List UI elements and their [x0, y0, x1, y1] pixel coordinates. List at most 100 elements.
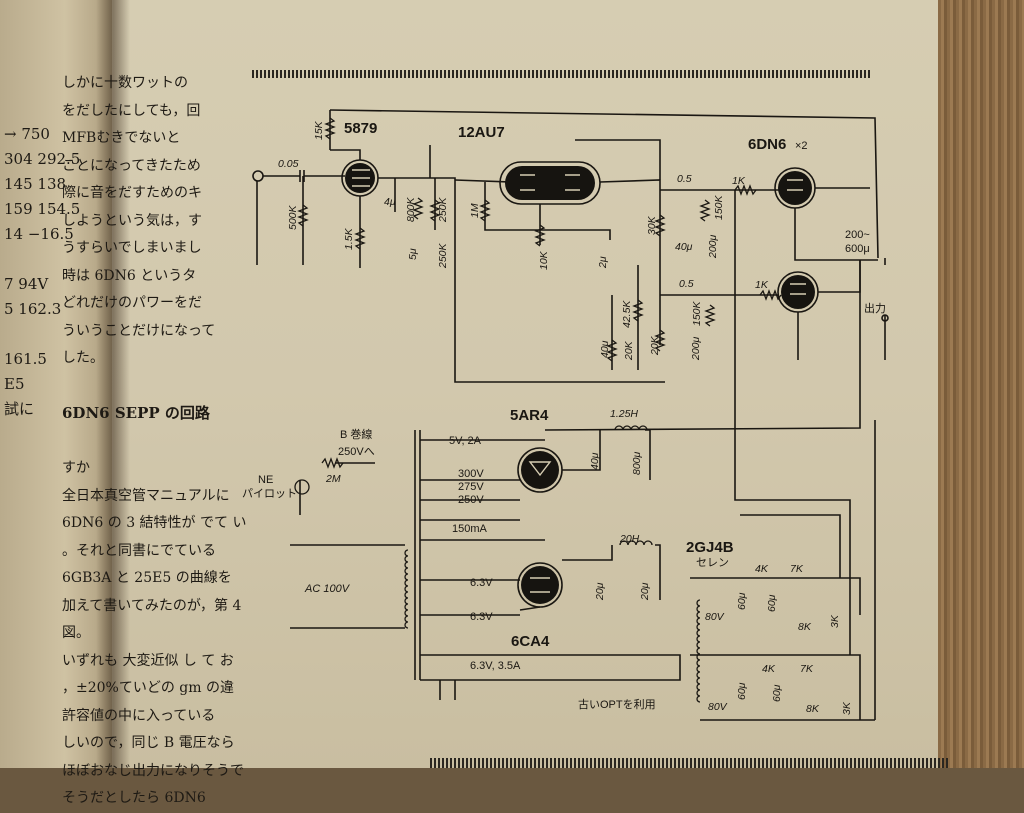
body-line: ういうことだけになって [62, 322, 216, 339]
part-label: 60μ [736, 682, 748, 700]
part-label: 250V [458, 494, 484, 506]
part-label: 40μ [599, 340, 611, 358]
part-label: 3K [841, 701, 853, 715]
part-label: 20μ [594, 582, 606, 601]
part-label: 10K [538, 250, 550, 270]
part-label: 275V [458, 481, 484, 493]
left-line: 試に [4, 400, 35, 418]
part-label: 60μ [771, 684, 783, 702]
body-line: 許容値の中に入っている [62, 707, 216, 724]
part-label: 250K [437, 196, 449, 223]
body-line: すか [62, 460, 90, 476]
body-line: いずれも 大変近似 し て お [62, 652, 234, 669]
left-line: 14 −16.5 [4, 225, 74, 243]
body-line: した。 [62, 350, 104, 366]
right-page [112, 0, 950, 768]
part-label: 15K [313, 120, 325, 140]
part-label: 20H [619, 533, 640, 545]
part-label: 80V [708, 701, 728, 713]
body-line: 。それと同書にでている [62, 542, 216, 559]
part-label: 150K [691, 300, 703, 326]
part-label: パイロット [242, 487, 297, 500]
tube-label-12au7: 12AU7 [458, 124, 505, 141]
body-line: ことになってきたため [62, 157, 201, 174]
body-line: そうだとしたら 6DN6 [62, 790, 206, 806]
body-line: どれだけのパワーをだ [62, 295, 202, 311]
part-label: 20K [623, 340, 635, 361]
body-line: 6DN6 の 3 結特性が でて い [62, 515, 247, 531]
body-line: 全日本真空管マニュアルに [62, 487, 230, 504]
body-line: しようという気は，す [62, 212, 202, 229]
part-label: 800K [405, 196, 417, 222]
body-line: 時は 6DN6 というタ [62, 267, 197, 284]
left-line: → 750 [4, 125, 50, 143]
part-label: 6.3V, 3.5A [470, 660, 521, 672]
figure-border-strip [252, 70, 870, 78]
part-label: 60μ [736, 592, 748, 610]
part-label: 0.05 [278, 158, 299, 170]
book-spine [96, 0, 130, 768]
part-label: AC 100V [304, 583, 351, 595]
output-label: 出力 [864, 301, 886, 315]
part-label: 1K [732, 175, 746, 187]
part-label: 200μ [690, 336, 702, 361]
part-label: 6.3V [470, 577, 493, 589]
left-line: 145 138 [4, 175, 67, 193]
part-label: 3K [829, 614, 841, 628]
part-label: NE [258, 474, 273, 486]
page-edge [938, 0, 1024, 768]
part-label: 200μ [707, 234, 719, 259]
body-line: 図。 [62, 625, 90, 641]
part-label: 古いOPTを利用 [578, 698, 656, 711]
part-label: 60μ [766, 594, 778, 612]
part-label: 1K [755, 279, 769, 291]
tube-label-6ca4: 6CA4 [511, 633, 550, 650]
part-label: 8K [806, 703, 820, 715]
body-line: うすらいでしまいまし [62, 240, 202, 256]
part-label: 80V [705, 611, 725, 623]
body-line: 6GB3A と 25E5 の曲線を [62, 570, 232, 586]
left-line: E5 [4, 375, 25, 393]
part-label: 6.3V [470, 611, 493, 623]
body-line: しかに十数ワットの [62, 75, 188, 91]
part-label: 150K [713, 194, 725, 220]
part-label: 40μ [589, 452, 601, 470]
body-line: 加えて書いてみたのが，第 4 [62, 597, 242, 614]
part-label: 20K [649, 335, 661, 356]
part-label: 1.25H [610, 408, 638, 420]
part-label: 1.5K [343, 227, 355, 250]
part-label: 7K [790, 563, 804, 575]
part-label: 1M [469, 203, 481, 218]
part-label: 250K [437, 242, 449, 269]
part-label: 40μ [675, 241, 693, 253]
left-line: 159 154.5 [4, 200, 81, 218]
part-label: 30K [646, 215, 658, 235]
body-line: をだしたにしても，回 [62, 102, 201, 119]
part-label: 600μ [845, 243, 870, 255]
left-line: 7 94V [4, 275, 49, 293]
left-line: 304 292.5 [4, 150, 81, 168]
tube-label-6dn6-mult: ×2 [795, 140, 808, 152]
part-label: 800μ [631, 451, 643, 475]
part-label: 500K [287, 204, 299, 230]
part-label: 0.5 [677, 173, 692, 185]
left-line: 161.5 [4, 350, 47, 368]
part-label: B 巻線 [340, 427, 372, 441]
part-label: 2μ [597, 256, 609, 269]
part-label: 2M [325, 473, 341, 485]
part-label: 150mA [452, 523, 488, 535]
part-label: 42.5K [621, 300, 633, 328]
body-line: MFBむきでないと [62, 130, 181, 146]
part-label: 4K [755, 563, 769, 575]
figure-caption-strip [430, 758, 950, 768]
part-label: 5μ [407, 248, 419, 260]
part-label: 250Vへ [338, 446, 375, 458]
section-heading: 6DN6 SEPP の回路 [62, 404, 210, 422]
part-label: 5V, 2A [449, 435, 482, 447]
schematic-diagram: 5879 12AU7 6DN6 ×2 5AR4 6CA4 2GJ4B 0.05 … [242, 109, 889, 721]
tube-label-5879: 5879 [344, 120, 377, 137]
body-line: しいので，同じ B 電圧なら [62, 735, 235, 751]
part-label: 0.5 [679, 278, 694, 290]
tube-label-2gj4b: 2GJ4B [686, 539, 734, 556]
part-label: 4K [762, 663, 776, 675]
